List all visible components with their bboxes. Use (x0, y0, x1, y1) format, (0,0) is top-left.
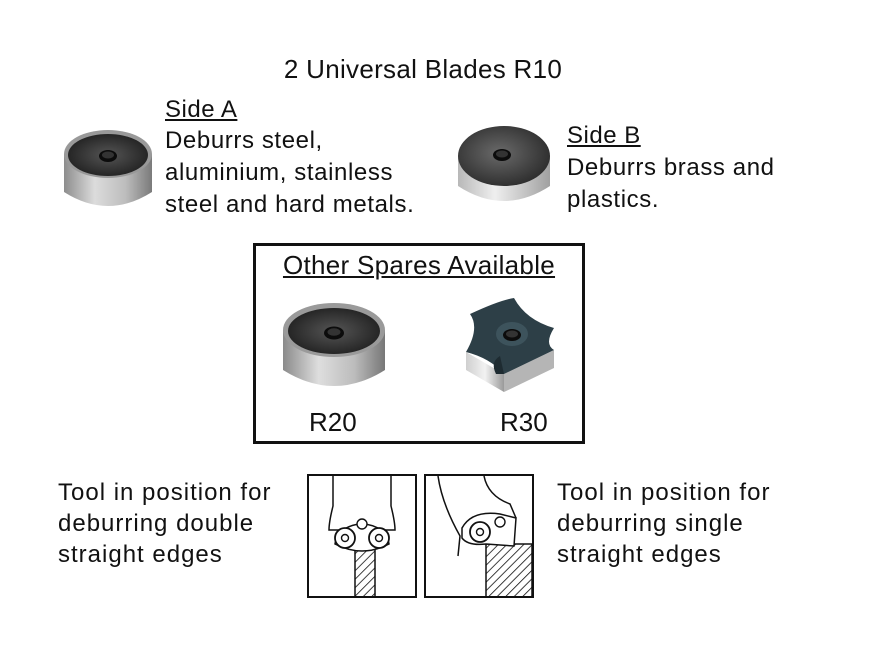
spare-label: R30 (500, 407, 548, 437)
caption-line: straight edges (58, 541, 223, 568)
side-a-line: steel and hard metals. (165, 191, 415, 218)
side-b-blade-icon (454, 120, 554, 216)
side-b-line: Deburrs brass and (567, 154, 775, 181)
side-a-heading: Side A (165, 96, 238, 123)
single-edge-diagram (424, 474, 534, 598)
side-b-description: Deburrs brass and plastics. (567, 152, 775, 216)
spare-label: R20 (309, 407, 357, 437)
spares-box: Other Spares Available R20 (253, 243, 585, 444)
side-a-description: Deburrs steel, aluminium, stainless stee… (165, 125, 414, 221)
spares-heading: Other Spares Available (282, 250, 556, 280)
side-a-line: Deburrs steel, (165, 127, 323, 154)
caption-line: straight edges (557, 541, 722, 568)
caption-single: Tool in position for deburring single st… (557, 477, 770, 570)
caption-double: Tool in position for deburring double st… (58, 477, 271, 570)
side-a-line: aluminium, stainless (165, 159, 394, 186)
caption-line: Tool in position for (557, 479, 771, 506)
round-blade-icon (278, 296, 390, 396)
caption-line: Tool in position for (58, 479, 272, 506)
side-a-blade-icon (58, 122, 158, 218)
side-b-line: plastics. (567, 186, 660, 213)
caption-line: deburring single (557, 510, 744, 537)
square-blade-icon (460, 298, 560, 396)
side-b-heading: Side B (567, 122, 641, 149)
caption-line: deburring double (58, 510, 255, 537)
page-title: 2 Universal Blades R10 (283, 54, 563, 84)
double-edge-diagram (307, 474, 417, 598)
